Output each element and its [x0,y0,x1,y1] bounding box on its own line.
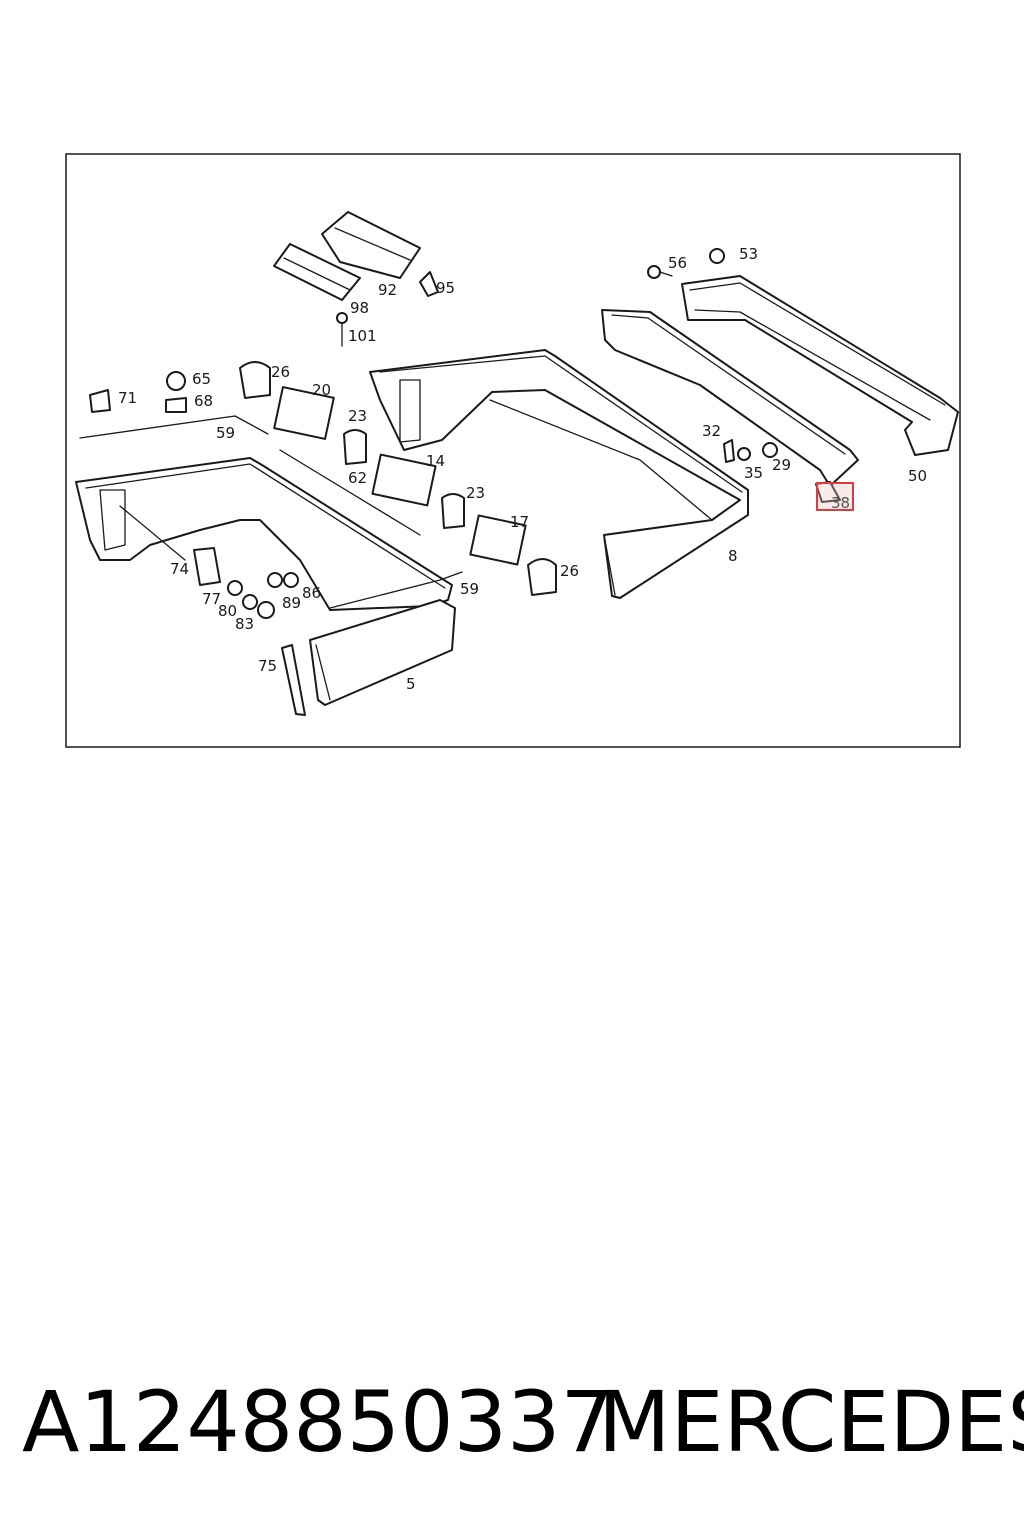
callout-labels: 53 56 92 95 98 101 26 20 65 68 71 59 23 … [118,245,927,693]
parts-diagram: 53 56 92 95 98 101 26 20 65 68 71 59 23 … [0,0,1024,760]
callout-label: 20 [312,381,331,399]
callout-label: 50 [908,467,927,485]
callout-label: 98 [350,299,369,317]
bumper-cover-8 [369,349,749,599]
callout-label-highlighted: 38 [831,494,850,512]
part-number-caption: A1248850337 [22,1373,614,1471]
callout-label: 26 [560,562,579,580]
callout-label: 95 [436,279,455,297]
callout-label: 26 [271,363,290,381]
callout-label: 74 [170,560,189,578]
callout-label: 8 [728,547,738,565]
bumper-reinforcement-50 [601,275,959,487]
callout-label: 23 [348,407,367,425]
bumper-exploded-view: 53 56 92 95 98 101 26 20 65 68 71 59 23 … [65,153,961,748]
callout-label: 77 [202,590,221,608]
small-parts [89,248,841,619]
callout-label: 29 [772,456,791,474]
callout-label: 23 [466,484,485,502]
callout-label: 59 [216,424,235,442]
license-bracket-92 [273,211,421,301]
brand-caption: MERCEDES [598,1373,1024,1471]
callout-label: 17 [510,513,529,531]
callout-label: 56 [668,254,687,272]
callout-label: 14 [426,452,445,470]
callout-label: 59 [460,580,479,598]
callout-label: 53 [739,245,758,263]
callout-label: 75 [258,657,277,675]
callout-label: 32 [702,422,721,440]
callout-label: 86 [302,584,321,602]
diagram-border [65,153,961,748]
trim-strips [79,415,463,609]
callout-label: 35 [744,464,763,482]
callout-label: 101 [348,327,377,345]
callout-label: 89 [282,594,301,612]
callout-label: 83 [235,615,254,633]
highlight-box-38 [816,482,854,511]
callout-label: 92 [378,281,397,299]
callout-label: 68 [194,392,213,410]
callout-label: 65 [192,370,211,388]
callout-label: 71 [118,389,137,407]
callout-label: 62 [348,469,367,487]
callout-label: 80 [218,602,237,620]
bumper-cover-5 [75,457,456,716]
callout-label: 5 [406,675,416,693]
